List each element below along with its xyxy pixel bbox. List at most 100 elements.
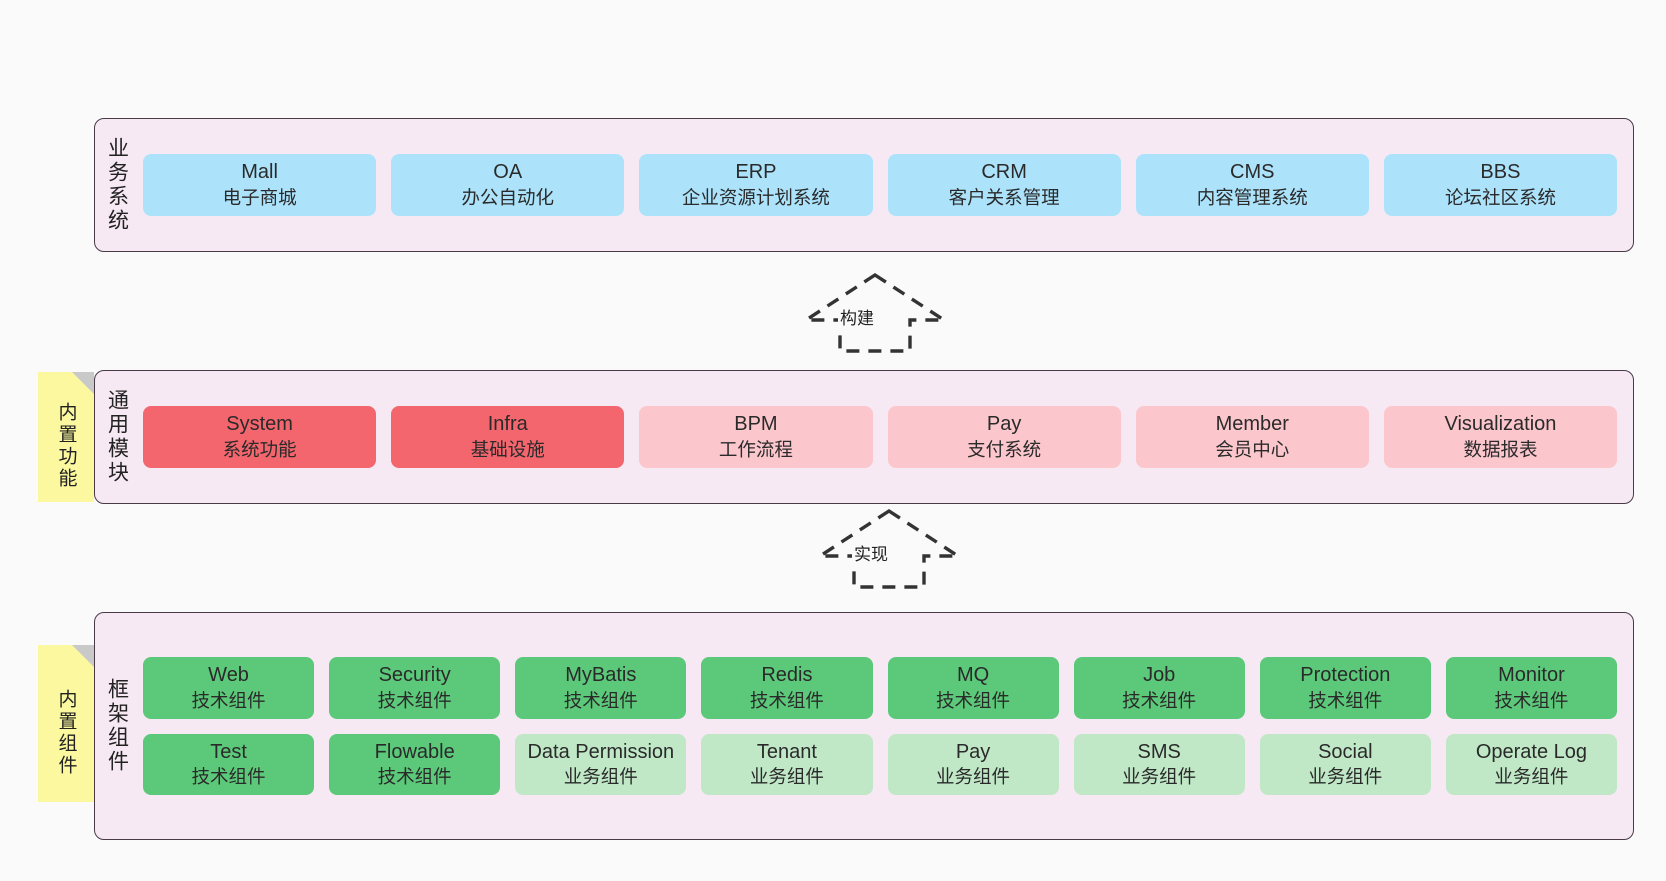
card-oa[interactable]: OA 办公自动化 — [391, 154, 625, 216]
card-crm-cn: 客户关系管理 — [948, 186, 1060, 208]
card-monitor-cn: 技术组件 — [1494, 689, 1569, 711]
card-bbs[interactable]: BBS 论坛社区系统 — [1383, 154, 1618, 216]
card-flowable-cn: 技术组件 — [377, 766, 452, 788]
layer-common-module-body: System 系统功能 Infra 基础设施 BPM 工作流程 Pay 支付系统… — [139, 371, 1633, 503]
business-system-card-row: Mall 电子商城 OA 办公自动化 ERP 企业资源计划系统 CRM 客户关系… — [143, 154, 1618, 216]
card-pay-component-cn: 业务组件 — [936, 766, 1011, 788]
card-monitor-en: Monitor — [1498, 664, 1565, 687]
arrow-implement-shape — [814, 508, 964, 589]
card-pay-module-cn: 支付系统 — [967, 438, 1042, 460]
common-module-card-row: System 系统功能 Infra 基础设施 BPM 工作流程 Pay 支付系统… — [143, 406, 1618, 468]
framework-component-card-grid: Web 技术组件 Security 技术组件 MyBatis 技术组件 Redi… — [143, 657, 1617, 795]
arrow-implement-label: 实现 — [852, 545, 890, 564]
card-system[interactable]: System 系统功能 — [143, 406, 377, 468]
card-security[interactable]: Security 技术组件 — [329, 657, 501, 719]
layer-framework-component-title: 框架组件 — [105, 678, 129, 774]
note-fold-icon — [72, 645, 94, 667]
card-sms[interactable]: SMS 业务组件 — [1073, 733, 1245, 795]
card-bpm-en: BPM — [734, 413, 778, 436]
card-test[interactable]: Test 技术组件 — [143, 733, 315, 795]
note-builtin-feature: 内置功能 — [38, 372, 94, 502]
note-builtin-component-label: 内置组件 — [55, 688, 77, 777]
card-pay-component[interactable]: Pay 业务组件 — [887, 733, 1059, 795]
card-protection[interactable]: Protection 技术组件 — [1259, 657, 1431, 719]
note-builtin-feature-label: 内置功能 — [55, 402, 77, 490]
card-visualization[interactable]: Visualization 数据报表 — [1383, 406, 1618, 468]
card-mybatis-cn: 技术组件 — [563, 689, 638, 711]
layer-common-module-title: 通用模块 — [105, 389, 129, 485]
card-web-cn: 技术组件 — [191, 689, 266, 711]
layer-business-system-title: 业务系统 — [105, 137, 129, 233]
card-mybatis[interactable]: MyBatis 技术组件 — [515, 657, 687, 719]
framework-tech-card-row: Web 技术组件 Security 技术组件 MyBatis 技术组件 Redi… — [143, 657, 1617, 719]
card-protection-en: Protection — [1300, 664, 1391, 687]
card-erp-cn: 企业资源计划系统 — [681, 186, 830, 208]
card-flowable[interactable]: Flowable 技术组件 — [329, 733, 501, 795]
card-job[interactable]: Job 技术组件 — [1073, 657, 1245, 719]
card-job-cn: 技术组件 — [1122, 689, 1197, 711]
card-data-permission-en: Data Permission — [527, 740, 675, 763]
card-mq[interactable]: MQ 技术组件 — [887, 657, 1059, 719]
card-crm[interactable]: CRM 客户关系管理 — [887, 154, 1121, 216]
card-cms[interactable]: CMS 内容管理系统 — [1135, 154, 1369, 216]
card-member[interactable]: Member 会员中心 — [1135, 406, 1369, 468]
card-cms-en: CMS — [1230, 161, 1275, 184]
card-tenant[interactable]: Tenant 业务组件 — [701, 733, 873, 795]
card-erp[interactable]: ERP 企业资源计划系统 — [639, 154, 873, 216]
framework-business-card-row: Test 技术组件 Flowable 技术组件 Data Permission … — [143, 733, 1617, 795]
card-flowable-en: Flowable — [374, 740, 455, 763]
card-bpm-cn: 工作流程 — [718, 438, 793, 460]
card-mall[interactable]: Mall 电子商城 — [143, 154, 377, 216]
card-pay-module-en: Pay — [986, 413, 1022, 436]
card-social-cn: 业务组件 — [1308, 766, 1383, 788]
card-cms-cn: 内容管理系统 — [1196, 186, 1308, 208]
card-web[interactable]: Web 技术组件 — [143, 657, 315, 719]
card-test-en: Test — [210, 740, 247, 763]
card-protection-cn: 技术组件 — [1308, 689, 1383, 711]
layer-business-system[interactable]: 业务系统 Mall 电子商城 OA 办公自动化 ERP 企业资源计划系统 CRM… — [94, 118, 1634, 252]
card-mq-cn: 技术组件 — [936, 689, 1011, 711]
card-social[interactable]: Social 业务组件 — [1259, 733, 1431, 795]
card-operate-log-cn: 业务组件 — [1494, 766, 1569, 788]
card-monitor[interactable]: Monitor 技术组件 — [1445, 657, 1617, 719]
card-system-en: System — [226, 413, 293, 436]
card-tenant-en: Tenant — [756, 740, 817, 763]
card-sms-en: SMS — [1137, 740, 1181, 763]
card-data-permission[interactable]: Data Permission 业务组件 — [515, 733, 687, 795]
card-crm-en: CRM — [981, 161, 1027, 184]
arrow-build-shape — [800, 272, 950, 353]
card-redis[interactable]: Redis 技术组件 — [701, 657, 873, 719]
card-member-cn: 会员中心 — [1215, 438, 1290, 460]
card-oa-en: OA — [493, 161, 523, 184]
card-pay-module[interactable]: Pay 支付系统 — [887, 406, 1121, 468]
card-bbs-en: BBS — [1480, 161, 1521, 184]
card-operate-log-en: Operate Log — [1475, 740, 1588, 763]
card-mall-cn: 电子商城 — [222, 186, 297, 208]
card-security-cn: 技术组件 — [377, 689, 452, 711]
card-oa-cn: 办公自动化 — [461, 186, 555, 208]
note-builtin-component: 内置组件 — [38, 645, 94, 802]
card-web-en: Web — [208, 664, 249, 687]
card-infra-en: Infra — [487, 413, 528, 436]
card-visualization-cn: 数据报表 — [1463, 438, 1538, 460]
card-security-en: Security — [378, 664, 451, 687]
card-erp-en: ERP — [735, 161, 777, 184]
card-operate-log[interactable]: Operate Log 业务组件 — [1445, 733, 1617, 795]
arrow-build: 构建 — [800, 272, 950, 353]
arrow-build-label: 构建 — [838, 309, 876, 328]
card-bpm[interactable]: BPM 工作流程 — [639, 406, 873, 468]
layer-framework-component[interactable]: 框架组件 Web 技术组件 Security 技术组件 MyBatis 技术组件 — [94, 612, 1634, 840]
card-visualization-en: Visualization — [1444, 413, 1557, 436]
layer-common-module[interactable]: 通用模块 System 系统功能 Infra 基础设施 BPM 工作流程 Pay… — [94, 370, 1634, 504]
card-pay-component-en: Pay — [955, 740, 991, 763]
card-infra[interactable]: Infra 基础设施 — [391, 406, 625, 468]
card-job-en: Job — [1143, 664, 1176, 687]
card-sms-cn: 业务组件 — [1122, 766, 1197, 788]
card-infra-cn: 基础设施 — [470, 438, 545, 460]
note-fold-icon — [72, 372, 94, 394]
card-social-en: Social — [1318, 740, 1373, 763]
card-system-cn: 系统功能 — [222, 438, 297, 460]
card-member-en: Member — [1215, 413, 1289, 436]
layer-business-system-body: Mall 电子商城 OA 办公自动化 ERP 企业资源计划系统 CRM 客户关系… — [139, 119, 1633, 251]
